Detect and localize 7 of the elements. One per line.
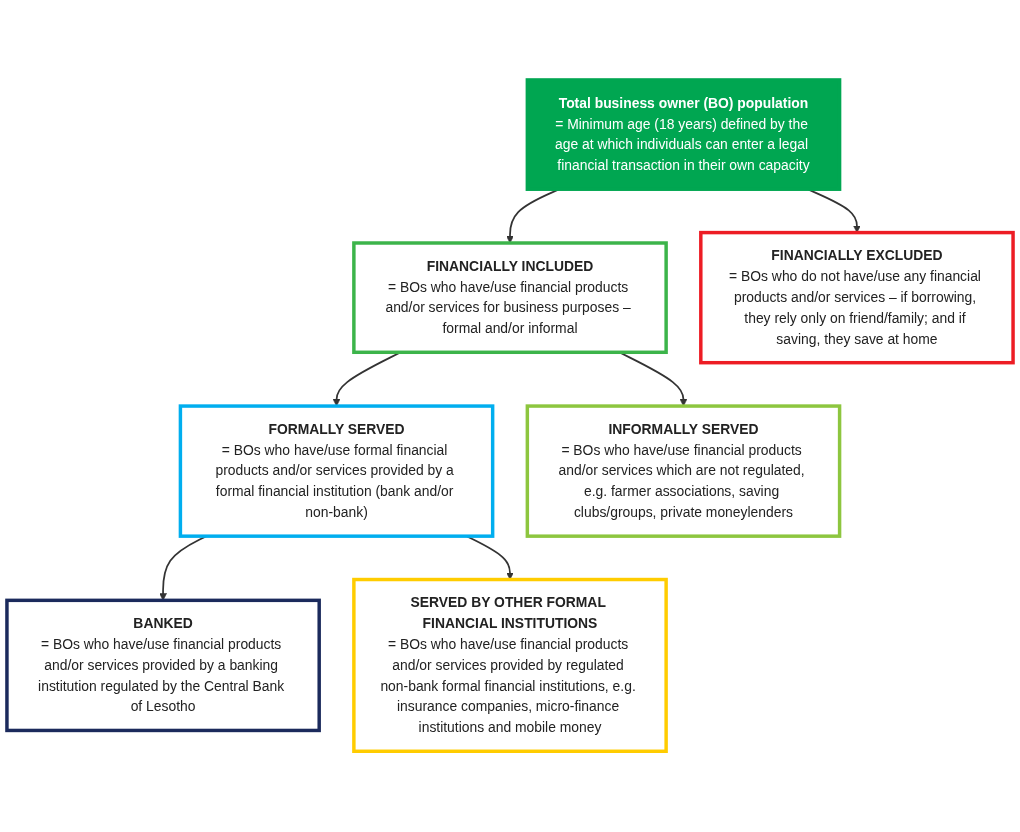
node-box: FINANCIALLY EXCLUDED = BOs who do not have/use any financial products and/or services – if borrowing, they rely only on friend/family; and if saving, they save at home: [699, 231, 1015, 365]
node-box: FORMALLY SERVED = BOs who have/use formal financial products and/or services provided by a formal financial institution (bank and/or non-bank): [178, 404, 495, 539]
node-box: BANKED = BOs who have/use financial products and/or services provided by a banking institution regulated by the Central Bank of Lesotho: [5, 599, 321, 733]
node-box: Total business owner (BO) population = Minimum age (18 years) defined by the age at which individuals can enter a legal financial transaction in their own capacity: [525, 78, 842, 192]
node-box: SERVED BY OTHER FORMAL FINANCIAL INSTITUTIONS = BOs who have/use financial products and/or services provided by regulated non-bank formal financial institutions, e.g. insurance companies, micro-finance institutions and mobile money: [352, 578, 668, 754]
node-box: FINANCIALLY INCLUDED = BOs who have/use financial products and/or services for business purposes – formal and/or informal: [352, 241, 668, 355]
node-box: INFORMALLY SERVED = BOs who have/use financial products and/or services which are not regulated, e.g. farmer associations, saving clubs/groups, private moneylenders: [525, 404, 842, 539]
